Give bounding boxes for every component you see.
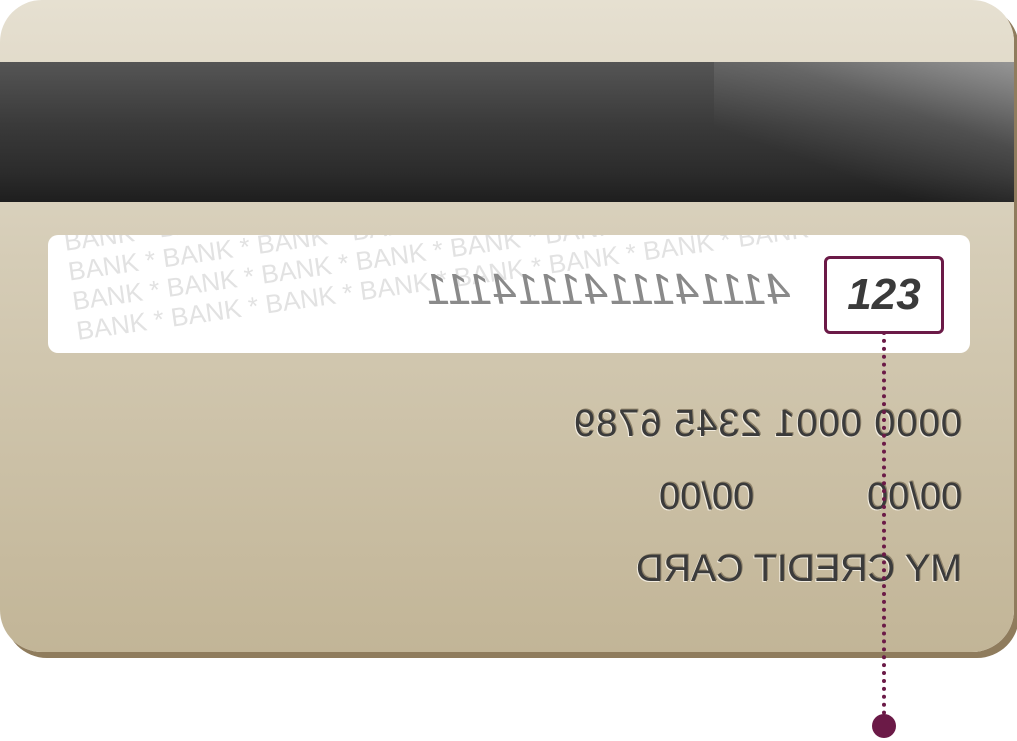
signature-panel: BANK * BANK * BANK * BANK * BANK * BANK … [48,235,970,353]
credit-card-back: BANK * BANK * BANK * BANK * BANK * BANK … [0,0,1014,652]
signature-number: 4111411141114111 [424,265,790,314]
cvv-code: 123 [847,270,921,319]
magnetic-stripe [0,62,1014,202]
cvv-callout-line [882,331,886,723]
card-number-embossed: 0000 0001 2345 6789 [573,403,962,445]
cvv-callout-dot [872,714,896,738]
cvv-highlight-box: 123 [824,256,944,334]
valid-from-embossed: 00/00 [658,476,754,518]
cardholder-name-embossed: MY CREDIT CARD [636,548,962,590]
